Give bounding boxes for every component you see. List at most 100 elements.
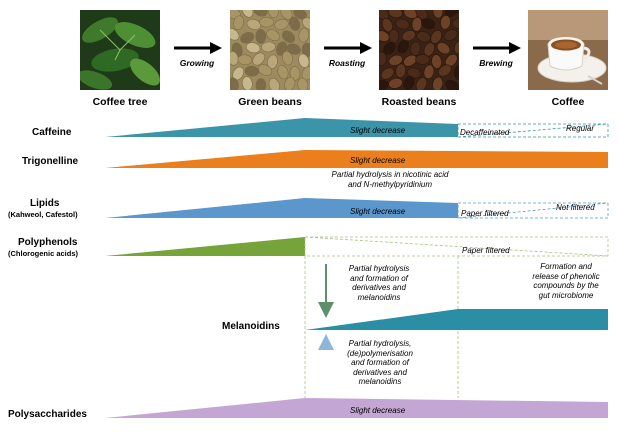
down-note-line-1: Partial hydrolysis <box>348 264 410 273</box>
caffeine-decaf-label: Decaffeinated <box>460 128 510 137</box>
green-beans-photo <box>230 10 310 90</box>
down-note-line-2: and formation of <box>350 273 408 283</box>
melanoidins-band <box>305 309 608 330</box>
trigonelline-note: Slight decrease <box>350 156 406 165</box>
bean <box>451 18 459 29</box>
right-note-line-2: release of phenolic <box>532 271 600 281</box>
coffee-cup-photo <box>528 10 608 90</box>
lipids-not-filtered-label: Not filtered <box>556 203 595 212</box>
caffeine-regular-label: Regular <box>566 124 595 133</box>
trigonelline-note-line-1: Partial hydrolysis in nicotinic acid <box>331 170 449 179</box>
bean <box>230 28 240 41</box>
bean <box>244 65 260 77</box>
bean <box>302 17 310 30</box>
stage-label-coffee: Coffee <box>551 96 585 108</box>
bean <box>258 64 273 76</box>
bean <box>268 10 279 18</box>
bean <box>286 43 301 55</box>
bean <box>253 10 268 17</box>
bean <box>453 40 459 54</box>
bean <box>289 16 301 31</box>
bean <box>241 10 254 18</box>
bean <box>395 63 407 79</box>
melanoidins-up-note: Partial hydrolysis, (de)polymerisation a… <box>334 339 426 387</box>
bean <box>403 54 417 67</box>
right-note-line-3: compounds by the <box>533 281 599 290</box>
melanoidins-down-note: Partial hydrolysis and formation of deri… <box>334 264 424 302</box>
bean <box>421 18 436 30</box>
bean <box>255 78 267 90</box>
bean <box>401 30 416 42</box>
trigonelline-band <box>105 150 608 168</box>
bean <box>237 54 253 66</box>
trigonelline-label: Trigonelline <box>22 156 79 167</box>
caffeine-note: Slight decrease <box>350 126 406 135</box>
caffeine-decaf-box <box>457 123 609 138</box>
bean <box>255 29 267 44</box>
bean <box>445 79 459 90</box>
growing-arrow: Growing <box>170 40 224 70</box>
polyphenols-band <box>105 237 305 256</box>
bean <box>379 10 390 20</box>
bean <box>252 52 266 66</box>
bean <box>432 76 444 90</box>
bean <box>423 64 435 80</box>
bean <box>293 10 307 20</box>
stage-label-coffee-tree: Coffee tree <box>92 96 148 108</box>
bean <box>440 15 451 30</box>
bean <box>443 29 458 41</box>
polyphenols-sublabel: (Chlorogenic acids) <box>8 249 79 258</box>
up-note-line-5: melanoidins <box>358 377 402 386</box>
bean <box>397 39 410 54</box>
polyphenols-label: Polyphenols (Chlorogenic acids) <box>8 237 78 258</box>
bean <box>281 50 293 66</box>
polysaccharides-label: Polysaccharides <box>8 409 87 420</box>
bean <box>289 66 301 81</box>
bean <box>388 10 403 19</box>
bean <box>240 32 255 44</box>
bean <box>379 51 387 67</box>
lipids-band <box>105 198 458 218</box>
lipids-sublabel: (Kahweol, Cafestol) <box>8 210 78 219</box>
bean <box>388 54 403 66</box>
bean <box>277 65 289 80</box>
bean <box>241 76 253 90</box>
bean <box>266 29 280 42</box>
lipids-label: Lipids (Kahweol, Cafestol) <box>8 198 78 219</box>
caffeine-band <box>105 118 458 137</box>
stage-label-roasted-beans: Roasted beans <box>381 96 457 108</box>
right-note-line-1: Formation and <box>540 262 592 271</box>
bean <box>416 31 431 43</box>
roasted-beans-photo <box>379 10 459 90</box>
bean <box>415 54 430 65</box>
bean <box>281 30 296 43</box>
bean <box>233 15 245 30</box>
trigonelline-hydrolysis-note: Partial hydrolysis in nicotinic acid and… <box>300 170 480 189</box>
process-label-brewing: Brewing <box>479 58 513 68</box>
polyphenols-label-text: Polyphenols <box>18 237 78 248</box>
bean <box>436 42 451 55</box>
melanoidins-label: Melanoidins <box>222 321 280 332</box>
bean <box>261 41 276 53</box>
bean <box>388 77 403 89</box>
process-label-growing: Growing <box>179 58 215 68</box>
bean <box>246 18 261 30</box>
lipids-label-text: Lipids <box>30 198 60 209</box>
bean <box>297 77 309 90</box>
up-note-line-4: derivatives and <box>353 367 407 377</box>
trigonelline-note-line-2: and N-methylpyridinium <box>347 179 433 189</box>
down-note-line-4: melanoidins <box>357 292 401 302</box>
roasting-arrow: Roasting <box>320 40 374 70</box>
melanoidins-microbiome-note: Formation and release of phenolic compou… <box>516 262 616 300</box>
up-note-line-3: and formation of <box>351 358 409 367</box>
bean <box>395 18 410 30</box>
bean <box>274 18 289 30</box>
lipids-paper-filtered-label: Paper filtered <box>461 209 509 218</box>
bean <box>403 75 415 90</box>
lipids-note: Slight decrease <box>350 207 406 216</box>
bean <box>284 76 296 90</box>
bean <box>430 29 443 44</box>
up-note-line-2: (de)polymerisation <box>347 348 413 358</box>
